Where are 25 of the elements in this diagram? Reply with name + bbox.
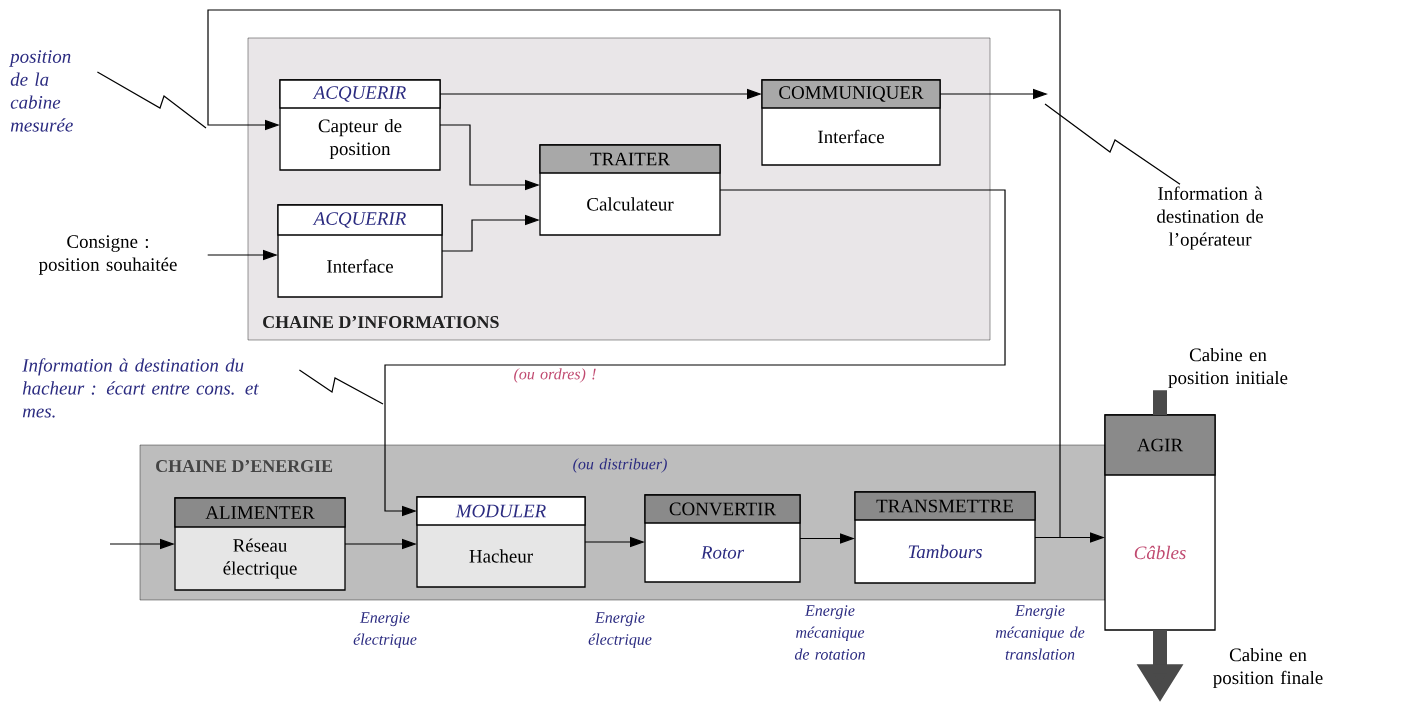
function-block: TRAITER Calculateur xyxy=(539,144,721,236)
handwritten-note: position de la cabine mesurée xyxy=(9,50,73,132)
handwritten-label: Energie électrique xyxy=(588,612,652,649)
function-block: MODULER Hacheur xyxy=(416,496,586,588)
text-label: Consigne : position souhaitée xyxy=(38,235,177,275)
function-block: COMMUNIQUER Interface xyxy=(761,79,941,166)
function-block: ACQUERIR Capteur de position xyxy=(279,79,441,171)
handwritten-note: Information à destination du hacheur : écart entre cons. et mes. xyxy=(22,358,259,418)
handwritten-label: (ou distribuer) xyxy=(573,458,667,473)
text-label: Cabine en position finale xyxy=(1213,648,1323,689)
text-label: Cabine en position initiale xyxy=(1168,347,1288,389)
function-block: ALIMENTER Réseau électrique xyxy=(174,497,346,591)
text-label: Information à destination de l’opérateur xyxy=(1157,186,1263,250)
leader-line xyxy=(298,369,384,405)
handwritten-label: Energie mécanique de translation xyxy=(995,605,1085,660)
handwritten-label: Energie mécanique de rotation xyxy=(794,605,865,660)
leader-line xyxy=(1044,103,1181,185)
leader-line xyxy=(96,71,207,129)
function-block: TRANSMETTRE Tambours xyxy=(854,491,1036,584)
function-block: CONVERTIR Rotor xyxy=(644,494,801,583)
handwritten-label: (ou ordres) ! xyxy=(514,368,596,383)
function-block: ACQUERIR Interface xyxy=(277,204,443,298)
arrow xyxy=(207,9,1061,539)
function-block: AGIR Câbles xyxy=(1104,414,1216,631)
handwritten-label: Energie électrique xyxy=(353,612,417,649)
